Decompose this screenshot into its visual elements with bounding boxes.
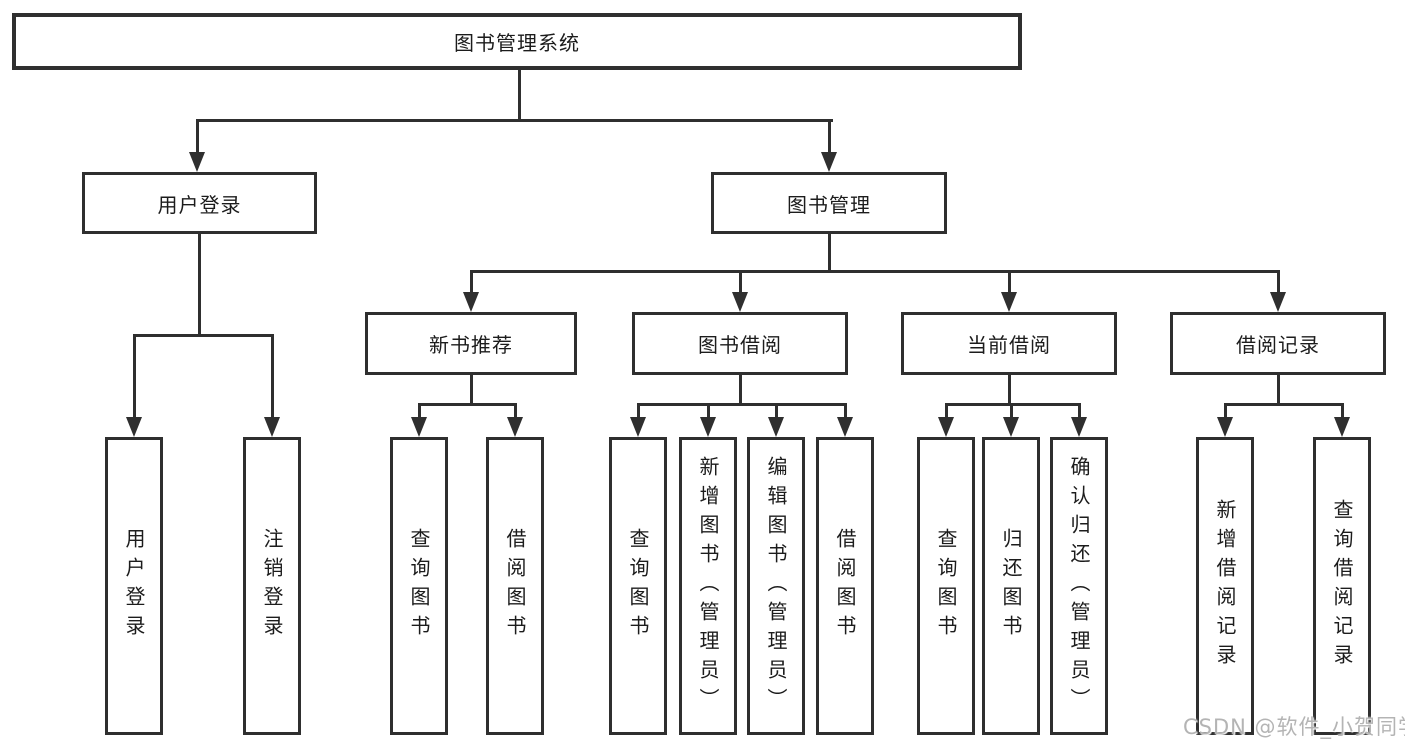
node-root-label: 图书管理系统 — [454, 31, 580, 55]
leaf-borrow-book-label: 借阅图书 — [833, 528, 857, 644]
connector-line — [637, 403, 640, 419]
leaf-add-borrow-record: 新增借阅记录 — [1196, 437, 1254, 735]
connector-line — [739, 375, 742, 406]
connector-line — [1341, 403, 1344, 419]
leaf-return-book-label: 归还图书 — [999, 528, 1023, 644]
connector-line — [844, 403, 847, 419]
connector-line — [196, 119, 199, 154]
connector-line — [196, 119, 833, 122]
arrowhead-icon — [1001, 292, 1017, 312]
leaf-query-borrow-record: 查询借阅记录 — [1313, 437, 1371, 735]
node-borrow-record-label: 借阅记录 — [1236, 333, 1320, 357]
connector-line — [1008, 375, 1011, 406]
connector-line — [198, 234, 201, 337]
leaf-borrow-book-recommend-label: 借阅图书 — [503, 528, 527, 644]
node-book-management-label: 图书管理 — [787, 192, 871, 217]
connector-line — [418, 403, 517, 406]
leaf-query-book-recommend: 查询图书 — [390, 437, 448, 735]
arrowhead-icon — [732, 292, 748, 312]
arrowhead-icon — [264, 417, 280, 437]
node-user-login-label: 用户登录 — [157, 192, 242, 217]
arrowhead-icon — [938, 417, 954, 437]
leaf-query-book-current: 查询图书 — [917, 437, 975, 735]
arrowhead-icon — [821, 152, 837, 172]
connector-line — [271, 334, 274, 418]
node-new-book-recommend: 新书推荐 — [365, 312, 577, 375]
leaf-query-book-borrow: 查询图书 — [609, 437, 667, 735]
arrowhead-icon — [1003, 417, 1019, 437]
arrowhead-icon — [700, 417, 716, 437]
node-current-borrow-label: 当前借阅 — [967, 333, 1051, 357]
connector-line — [1224, 403, 1227, 419]
csdn-watermark: CSDN @软件_小贺同学 — [1183, 715, 1405, 739]
connector-line — [470, 375, 473, 406]
leaf-confirm-return-admin: 确认归还（管理员） — [1050, 437, 1108, 735]
node-new-book-recommend-label: 新书推荐 — [429, 333, 513, 357]
connector-line — [828, 234, 831, 273]
arrowhead-icon — [630, 417, 646, 437]
leaf-add-book-admin: 新增图书（管理员） — [679, 437, 737, 735]
leaf-user-login-label: 用户登录 — [122, 528, 146, 644]
node-root: 图书管理系统 — [12, 13, 1022, 70]
node-borrow-record: 借阅记录 — [1170, 312, 1386, 375]
connector-line — [707, 403, 710, 419]
node-book-borrow-label: 图书借阅 — [698, 333, 782, 357]
arrowhead-icon — [768, 417, 784, 437]
connector-line — [1224, 403, 1344, 406]
connector-line — [775, 403, 778, 419]
leaf-confirm-return-admin-label: 确认归还（管理员） — [1067, 455, 1091, 717]
leaf-user-login: 用户登录 — [105, 437, 163, 735]
connector-line — [514, 403, 517, 419]
leaf-return-book: 归还图书 — [982, 437, 1040, 735]
node-user-login: 用户登录 — [82, 172, 317, 234]
arrowhead-icon — [1270, 292, 1286, 312]
connector-line — [470, 270, 1280, 273]
connector-line — [637, 403, 847, 406]
arrowhead-icon — [126, 417, 142, 437]
connector-line — [1010, 403, 1013, 419]
leaf-query-book-current-label: 查询图书 — [934, 528, 958, 644]
connector-line — [828, 119, 831, 154]
leaf-logout: 注销登录 — [243, 437, 301, 735]
arrowhead-icon — [1217, 417, 1233, 437]
leaf-query-book-recommend-label: 查询图书 — [407, 528, 431, 644]
leaf-borrow-book: 借阅图书 — [816, 437, 874, 735]
arrowhead-icon — [1334, 417, 1350, 437]
leaf-query-borrow-record-label: 查询借阅记录 — [1330, 499, 1354, 673]
connector-line — [133, 334, 274, 337]
arrowhead-icon — [463, 292, 479, 312]
leaf-logout-label: 注销登录 — [260, 528, 284, 644]
connector-line — [1277, 375, 1280, 406]
connector-line — [470, 270, 473, 295]
arrowhead-icon — [837, 417, 853, 437]
arrowhead-icon — [411, 417, 427, 437]
connector-line — [418, 403, 421, 419]
leaf-add-borrow-record-label: 新增借阅记录 — [1213, 499, 1237, 673]
connector-line — [739, 270, 742, 295]
node-book-management: 图书管理 — [711, 172, 947, 234]
arrowhead-icon — [1071, 417, 1087, 437]
leaf-add-book-admin-label: 新增图书（管理员） — [696, 455, 720, 717]
leaf-edit-book-admin: 编辑图书（管理员） — [747, 437, 805, 735]
leaf-edit-book-admin-label: 编辑图书（管理员） — [764, 455, 788, 717]
arrowhead-icon — [189, 152, 205, 172]
node-current-borrow: 当前借阅 — [901, 312, 1117, 375]
connector-line — [518, 68, 521, 122]
leaf-borrow-book-recommend: 借阅图书 — [486, 437, 544, 735]
connector-line — [1008, 270, 1011, 295]
leaf-query-book-borrow-label: 查询图书 — [626, 528, 650, 644]
connector-line — [133, 334, 136, 418]
arrowhead-icon — [507, 417, 523, 437]
node-book-borrow: 图书借阅 — [632, 312, 848, 375]
connector-line — [1277, 270, 1280, 295]
connector-line — [945, 403, 948, 419]
connector-line — [945, 403, 1081, 406]
connector-line — [1078, 403, 1081, 419]
